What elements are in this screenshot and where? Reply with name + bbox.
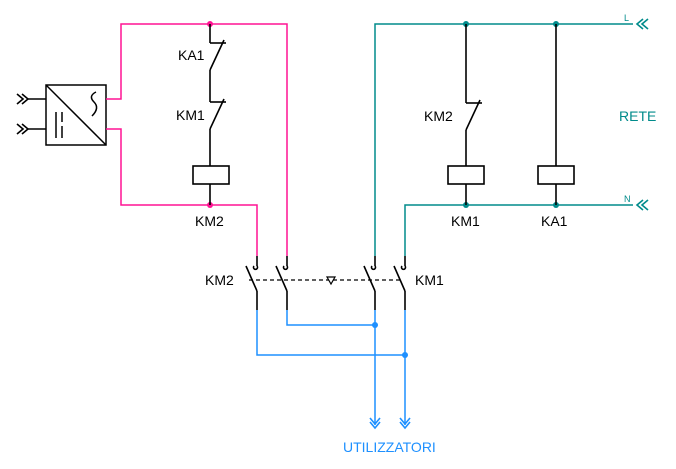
km1-coil-branch: [447, 24, 485, 205]
label-km2-coil: KM2: [195, 213, 224, 229]
label-km1-contact: KM1: [176, 107, 205, 123]
ka1-coil-branch: [537, 24, 575, 205]
converter-input-arrows: [16, 93, 46, 135]
label-km2-contact: KM2: [424, 108, 453, 124]
load-arrow-icons: [369, 417, 411, 430]
label-utilizzatori: UTILIZZATORI: [343, 439, 436, 455]
label-ka1-contact: KA1: [178, 47, 205, 63]
label-km1-power: KM1: [415, 272, 444, 288]
label-line-l: L: [624, 13, 629, 23]
blue-wiring: [256, 310, 406, 425]
line-n-terminal-icon: [635, 199, 649, 211]
junction-dot: [372, 322, 378, 328]
label-ka1-coil: KA1: [541, 213, 568, 229]
label-km2-power: KM2: [205, 272, 234, 288]
left-control-branch: [192, 24, 230, 205]
label-km1-coil: KM1: [451, 213, 480, 229]
converter-icon: [45, 84, 107, 146]
interlock-triangle-icon: [325, 276, 337, 286]
junction-dot: [402, 352, 408, 358]
label-line-n: N: [624, 194, 631, 204]
teal-wiring: [374, 23, 633, 256]
line-l-terminal-icon: [635, 18, 649, 30]
magenta-wiring: [106, 23, 288, 256]
label-rete: RETE: [619, 108, 656, 124]
power-contacts: [245, 256, 407, 310]
